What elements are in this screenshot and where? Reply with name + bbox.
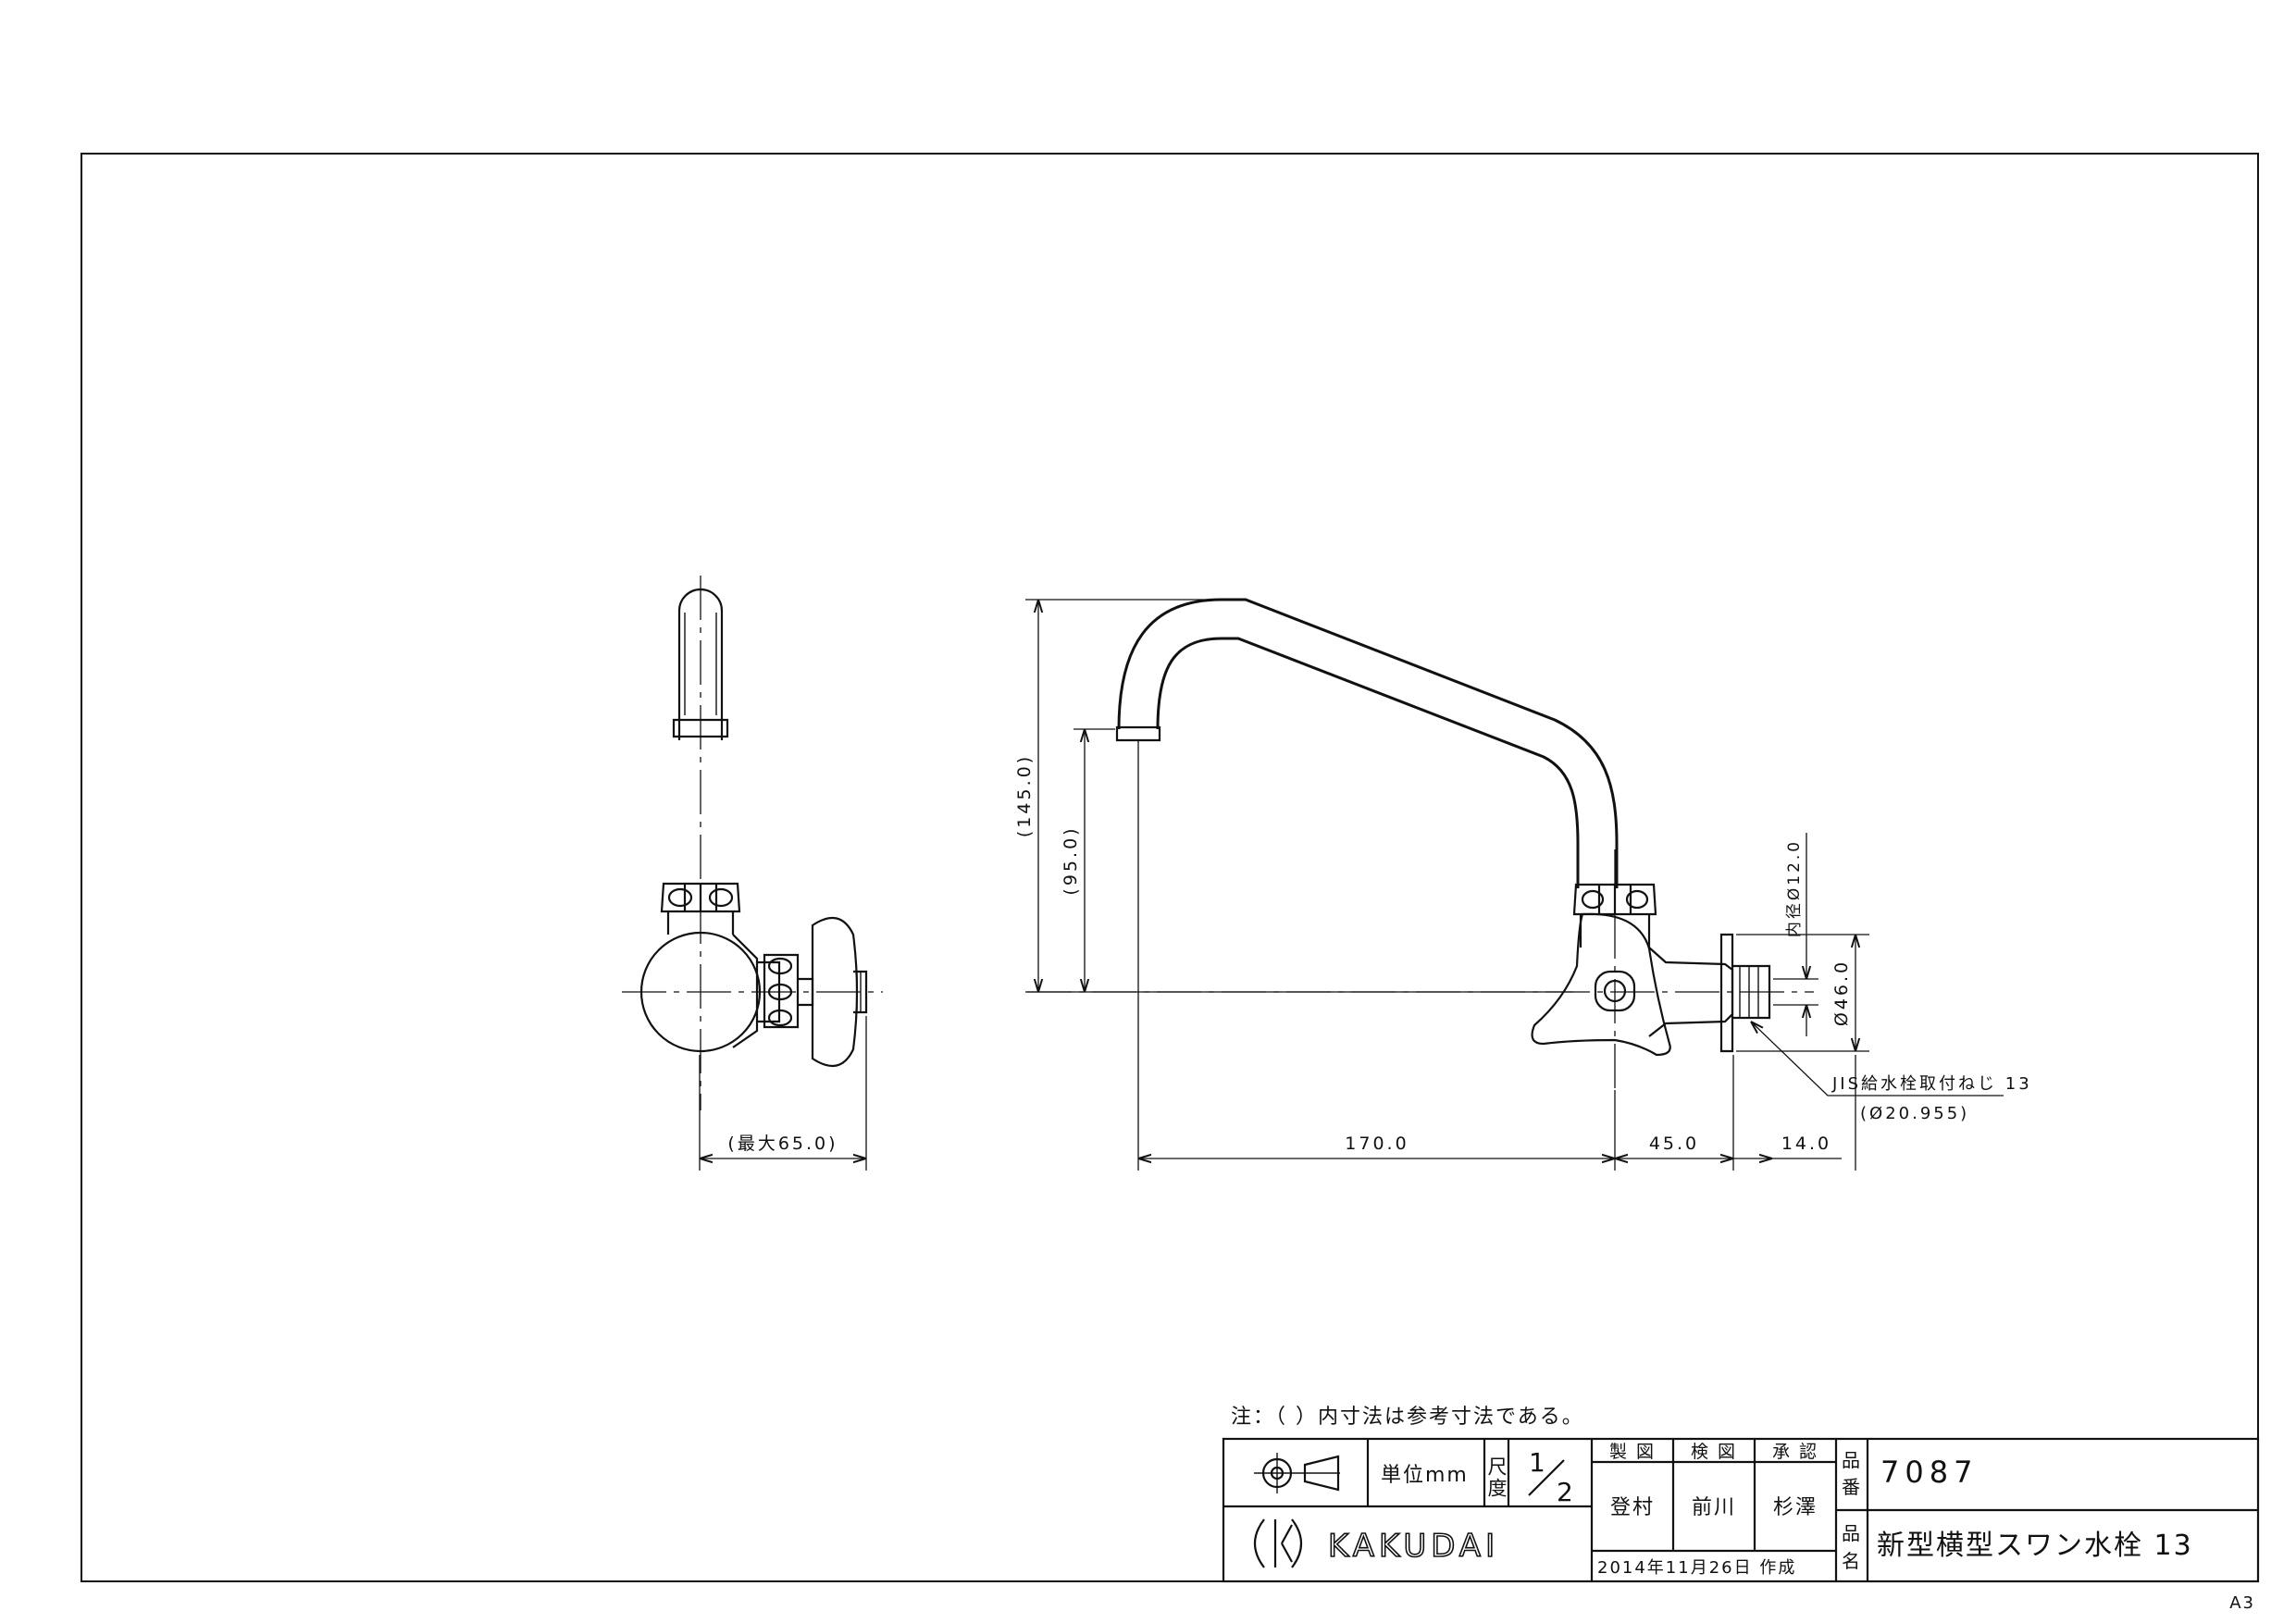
length-body-label: 45.0 [1649, 1134, 1699, 1154]
company-name: KAKUDAI [1328, 1528, 1499, 1565]
scale-slash [1528, 1459, 1565, 1496]
height-spout-label: (95.0) [1061, 825, 1081, 895]
reference-note: 注：（ ）内寸法は参考寸法である。 [1231, 1406, 1584, 1429]
part-name-label-2: 名 [1842, 1550, 1862, 1572]
part-number-label-2: 番 [1842, 1476, 1862, 1498]
front-dimensions: (145.0) (95.0) 170.0 45.0 14.0 Ø46.0 内径Ø… [1014, 599, 2032, 1171]
scale-denominator: 2 [1557, 1477, 1575, 1507]
part-name: 新型横型スワン水栓 13 [1877, 1530, 2193, 1562]
projection-symbol-icon [1254, 1453, 1340, 1493]
approved-by: 杉澤 [1773, 1496, 1818, 1519]
drawn-by: 登村 [1610, 1496, 1655, 1519]
part-number: 7087 [1880, 1455, 1978, 1490]
part-number-label-1: 品 [1842, 1449, 1862, 1471]
front-view [1027, 598, 1814, 1090]
drawing-frame [81, 153, 2259, 1582]
title-block: 単位mm 尺度 1 2 製 図 検 図 承 認 登村 前川 杉澤 品 番 品 名… [1222, 1437, 2260, 1583]
length-spout-label: 170.0 [1345, 1134, 1409, 1154]
flange-diameter-label: Ø46.0 [1831, 960, 1852, 1026]
side-depth-label: (最大65.0) [727, 1134, 838, 1154]
company-logo: KAKUDAI [1253, 1518, 1499, 1568]
scale-numerator: 1 [1529, 1447, 1547, 1478]
inner-diameter-label: 内径Ø12.0 [1785, 839, 1804, 937]
thread-spec-label: JIS給水栓取付ねじ 13 [1831, 1074, 2032, 1094]
checked-header: 検 図 [1691, 1442, 1737, 1462]
approved-header: 承 認 [1772, 1442, 1818, 1462]
part-name-label-1: 品 [1842, 1522, 1862, 1544]
drawn-header: 製 図 [1609, 1442, 1656, 1462]
sheet-size-label: A3 [2229, 1593, 2255, 1613]
checked-by: 前川 [1692, 1496, 1736, 1519]
scale-label: 尺度 [1485, 1456, 1508, 1499]
length-thread-label: 14.0 [1781, 1134, 1831, 1154]
unit-label: 単位mm [1381, 1464, 1469, 1487]
height-total-label: (145.0) [1014, 754, 1035, 837]
side-depth-dimension: (最大65.0) [699, 1016, 867, 1171]
side-view [622, 576, 883, 1110]
date-created: 2014年11月26日 作成 [1597, 1558, 1796, 1578]
thread-diameter-label: (Ø20.955) [1860, 1104, 1969, 1123]
